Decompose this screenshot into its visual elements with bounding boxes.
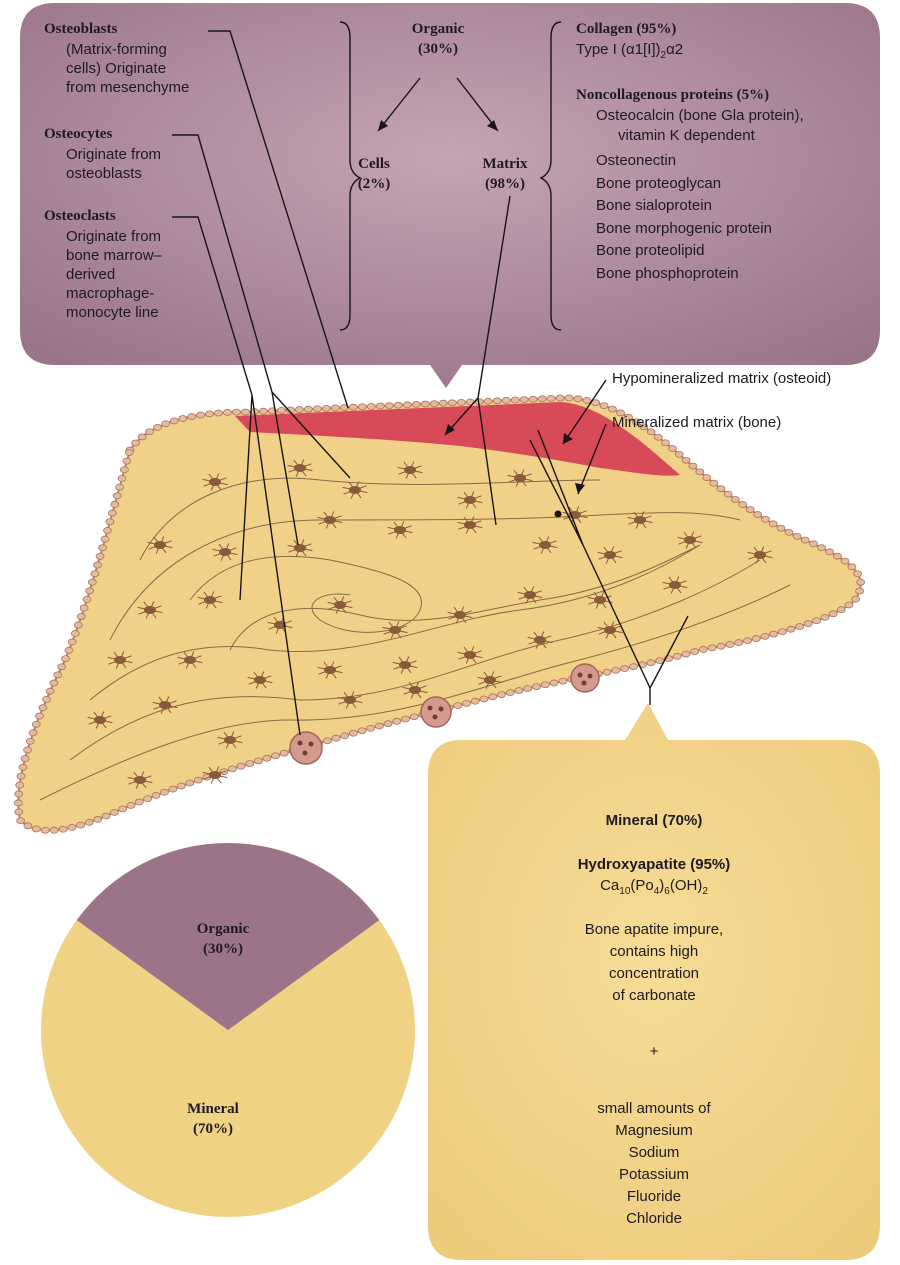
noncollagenous-item-4: Bone sialoprotein bbox=[596, 197, 712, 216]
osteoclasts-line-4: macrophage- bbox=[66, 285, 154, 304]
element-chloride: Chloride bbox=[428, 1210, 880, 1229]
osteoblasts-line-2: cells) Originate bbox=[66, 60, 166, 79]
osteoclasts-line-3: derived bbox=[66, 266, 115, 285]
noncollagenous-item-3: Bone proteoglycan bbox=[596, 175, 721, 194]
element-magnesium: Magnesium bbox=[428, 1122, 880, 1141]
element-potassium: Potassium bbox=[428, 1166, 880, 1185]
pie-mineral-percent: (70%) bbox=[168, 1120, 258, 1139]
marker-dot bbox=[555, 511, 562, 518]
cells-percent: (2%) bbox=[344, 175, 404, 194]
noncollagenous-item-7: Bone phosphoprotein bbox=[596, 265, 739, 284]
hypomineralized-label: Hypomineralized matrix (osteoid) bbox=[612, 370, 831, 389]
noncollagenous-item-1b: vitamin K dependent bbox=[618, 127, 755, 146]
hydroxyapatite-formula: Ca10(Po4)6(OH)2 bbox=[428, 877, 880, 902]
impure-line-1: Bone apatite impure, bbox=[428, 921, 880, 940]
element-sodium: Sodium bbox=[428, 1144, 880, 1163]
osteoclasts-line-1: Originate from bbox=[66, 228, 161, 247]
impure-line-2: contains high bbox=[428, 943, 880, 962]
osteocytes-line-1: Originate from bbox=[66, 146, 161, 165]
pie-organic-label: Organic bbox=[178, 920, 268, 939]
impure-line-3: concentration bbox=[428, 965, 880, 984]
small-amounts-label: small amounts of bbox=[428, 1100, 880, 1119]
mineralized-label: Mineralized matrix (bone) bbox=[612, 414, 781, 433]
noncollagenous-item-2: Osteonectin bbox=[596, 152, 676, 171]
osteoclasts-line-2: bone marrow– bbox=[66, 247, 162, 266]
noncollagenous-item-5: Bone morphogenic protein bbox=[596, 220, 772, 239]
pie-mineral-label: Mineral bbox=[168, 1100, 258, 1119]
cells-label: Cells bbox=[344, 155, 404, 174]
osteoclasts-line-5: monocyte line bbox=[66, 304, 159, 323]
collagen-title: Collagen (95%) bbox=[576, 20, 676, 39]
noncollagenous-item-1: Osteocalcin (bone Gla protein), bbox=[596, 107, 804, 126]
osteoblasts-line-1: (Matrix-forming bbox=[66, 41, 167, 60]
hydroxyapatite-title: Hydroxyapatite (95%) bbox=[428, 856, 880, 875]
osteocytes-line-2: osteoblasts bbox=[66, 165, 142, 184]
noncollagenous-title: Noncollagenous proteins (5%) bbox=[576, 86, 769, 105]
organic-label: Organic bbox=[398, 20, 478, 39]
mineral-title: Mineral (70%) bbox=[428, 812, 880, 831]
osteoclasts-title: Osteoclasts bbox=[44, 207, 116, 226]
organic-percent: (30%) bbox=[398, 40, 478, 59]
matrix-label: Matrix bbox=[470, 155, 540, 174]
pie-organic-percent: (30%) bbox=[178, 940, 268, 959]
osteoblasts-line-3: from mesenchyme bbox=[66, 79, 189, 98]
collagen-type: Type I (α1[I])2α2 bbox=[576, 41, 683, 66]
composition-pie-chart bbox=[41, 843, 415, 1217]
matrix-percent: (98%) bbox=[470, 175, 540, 194]
element-fluoride: Fluoride bbox=[428, 1188, 880, 1207]
osteoblasts-title: Osteoblasts bbox=[44, 20, 117, 39]
plus-sign: + bbox=[428, 1043, 880, 1062]
osteocytes-title: Osteocytes bbox=[44, 125, 112, 144]
noncollagenous-item-6: Bone proteolipid bbox=[596, 242, 704, 261]
impure-line-4: of carbonate bbox=[428, 987, 880, 1006]
